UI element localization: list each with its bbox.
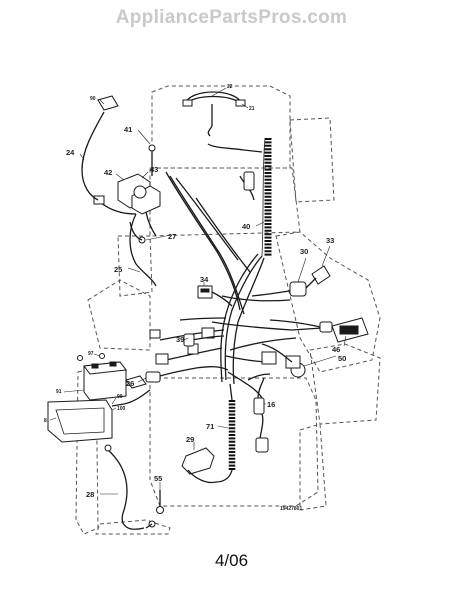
part-label-39: 39 bbox=[176, 335, 184, 344]
part-label-50: 50 bbox=[338, 354, 346, 363]
part-label-24: 24 bbox=[66, 148, 75, 157]
part-label-29: 29 bbox=[186, 435, 194, 444]
part-label-71: 71 bbox=[206, 422, 214, 431]
solenoid-42-43 bbox=[93, 144, 161, 237]
part-label-34: 34 bbox=[200, 275, 209, 284]
part-label-33: 33 bbox=[326, 236, 334, 245]
key-switch-area bbox=[261, 317, 369, 378]
part-label-100: 100 bbox=[117, 406, 126, 412]
part-label-41: 41 bbox=[124, 125, 132, 134]
part-label-99: 99 bbox=[117, 394, 123, 400]
part-label-97: 97 bbox=[88, 351, 94, 357]
upper-harness-loop bbox=[182, 91, 263, 153]
part-label-21: 21 bbox=[249, 106, 255, 112]
coiled-harness-40 bbox=[239, 137, 272, 257]
switch-30-33-wiring bbox=[251, 265, 331, 297]
revision-date: 4/06 bbox=[214, 551, 249, 570]
part-label-90: 90 bbox=[90, 96, 96, 102]
part-label-43: 43 bbox=[150, 165, 158, 174]
cable-24 bbox=[81, 95, 119, 201]
battery-assembly bbox=[47, 353, 164, 530]
part-label-55: 55 bbox=[154, 474, 162, 483]
part-label-26: 26 bbox=[126, 379, 134, 388]
part-label-27: 27 bbox=[168, 232, 176, 241]
cable-25-27 bbox=[129, 213, 157, 287]
part-label-46: 46 bbox=[332, 345, 340, 354]
switch-16 bbox=[247, 373, 271, 453]
part-label-28: 28 bbox=[86, 490, 94, 499]
watermark-text: AppliancePartsPros.com bbox=[115, 7, 348, 28]
part-label-30: 30 bbox=[300, 247, 308, 256]
part-label-16: 16 bbox=[267, 400, 275, 409]
part-label-25: 25 bbox=[114, 265, 122, 274]
connector-26 bbox=[145, 366, 229, 383]
part-label-40: 40 bbox=[242, 222, 250, 231]
part-label-22: 22 bbox=[227, 84, 233, 90]
relay-34 bbox=[197, 285, 233, 307]
component-29 bbox=[181, 447, 217, 484]
part-label-42: 42 bbox=[104, 168, 112, 177]
part-label-91: 91 bbox=[56, 389, 62, 395]
coiled-harness-71 bbox=[215, 383, 236, 483]
main-harness-bundle bbox=[149, 171, 333, 399]
part-labels: 22 21 90 41 24 42 43 40 27 30 33 25 34 3… bbox=[44, 84, 346, 499]
connector-39 bbox=[183, 333, 195, 347]
drawing-number: 19427801 bbox=[280, 506, 302, 512]
part-label-8: 8 bbox=[44, 418, 47, 424]
